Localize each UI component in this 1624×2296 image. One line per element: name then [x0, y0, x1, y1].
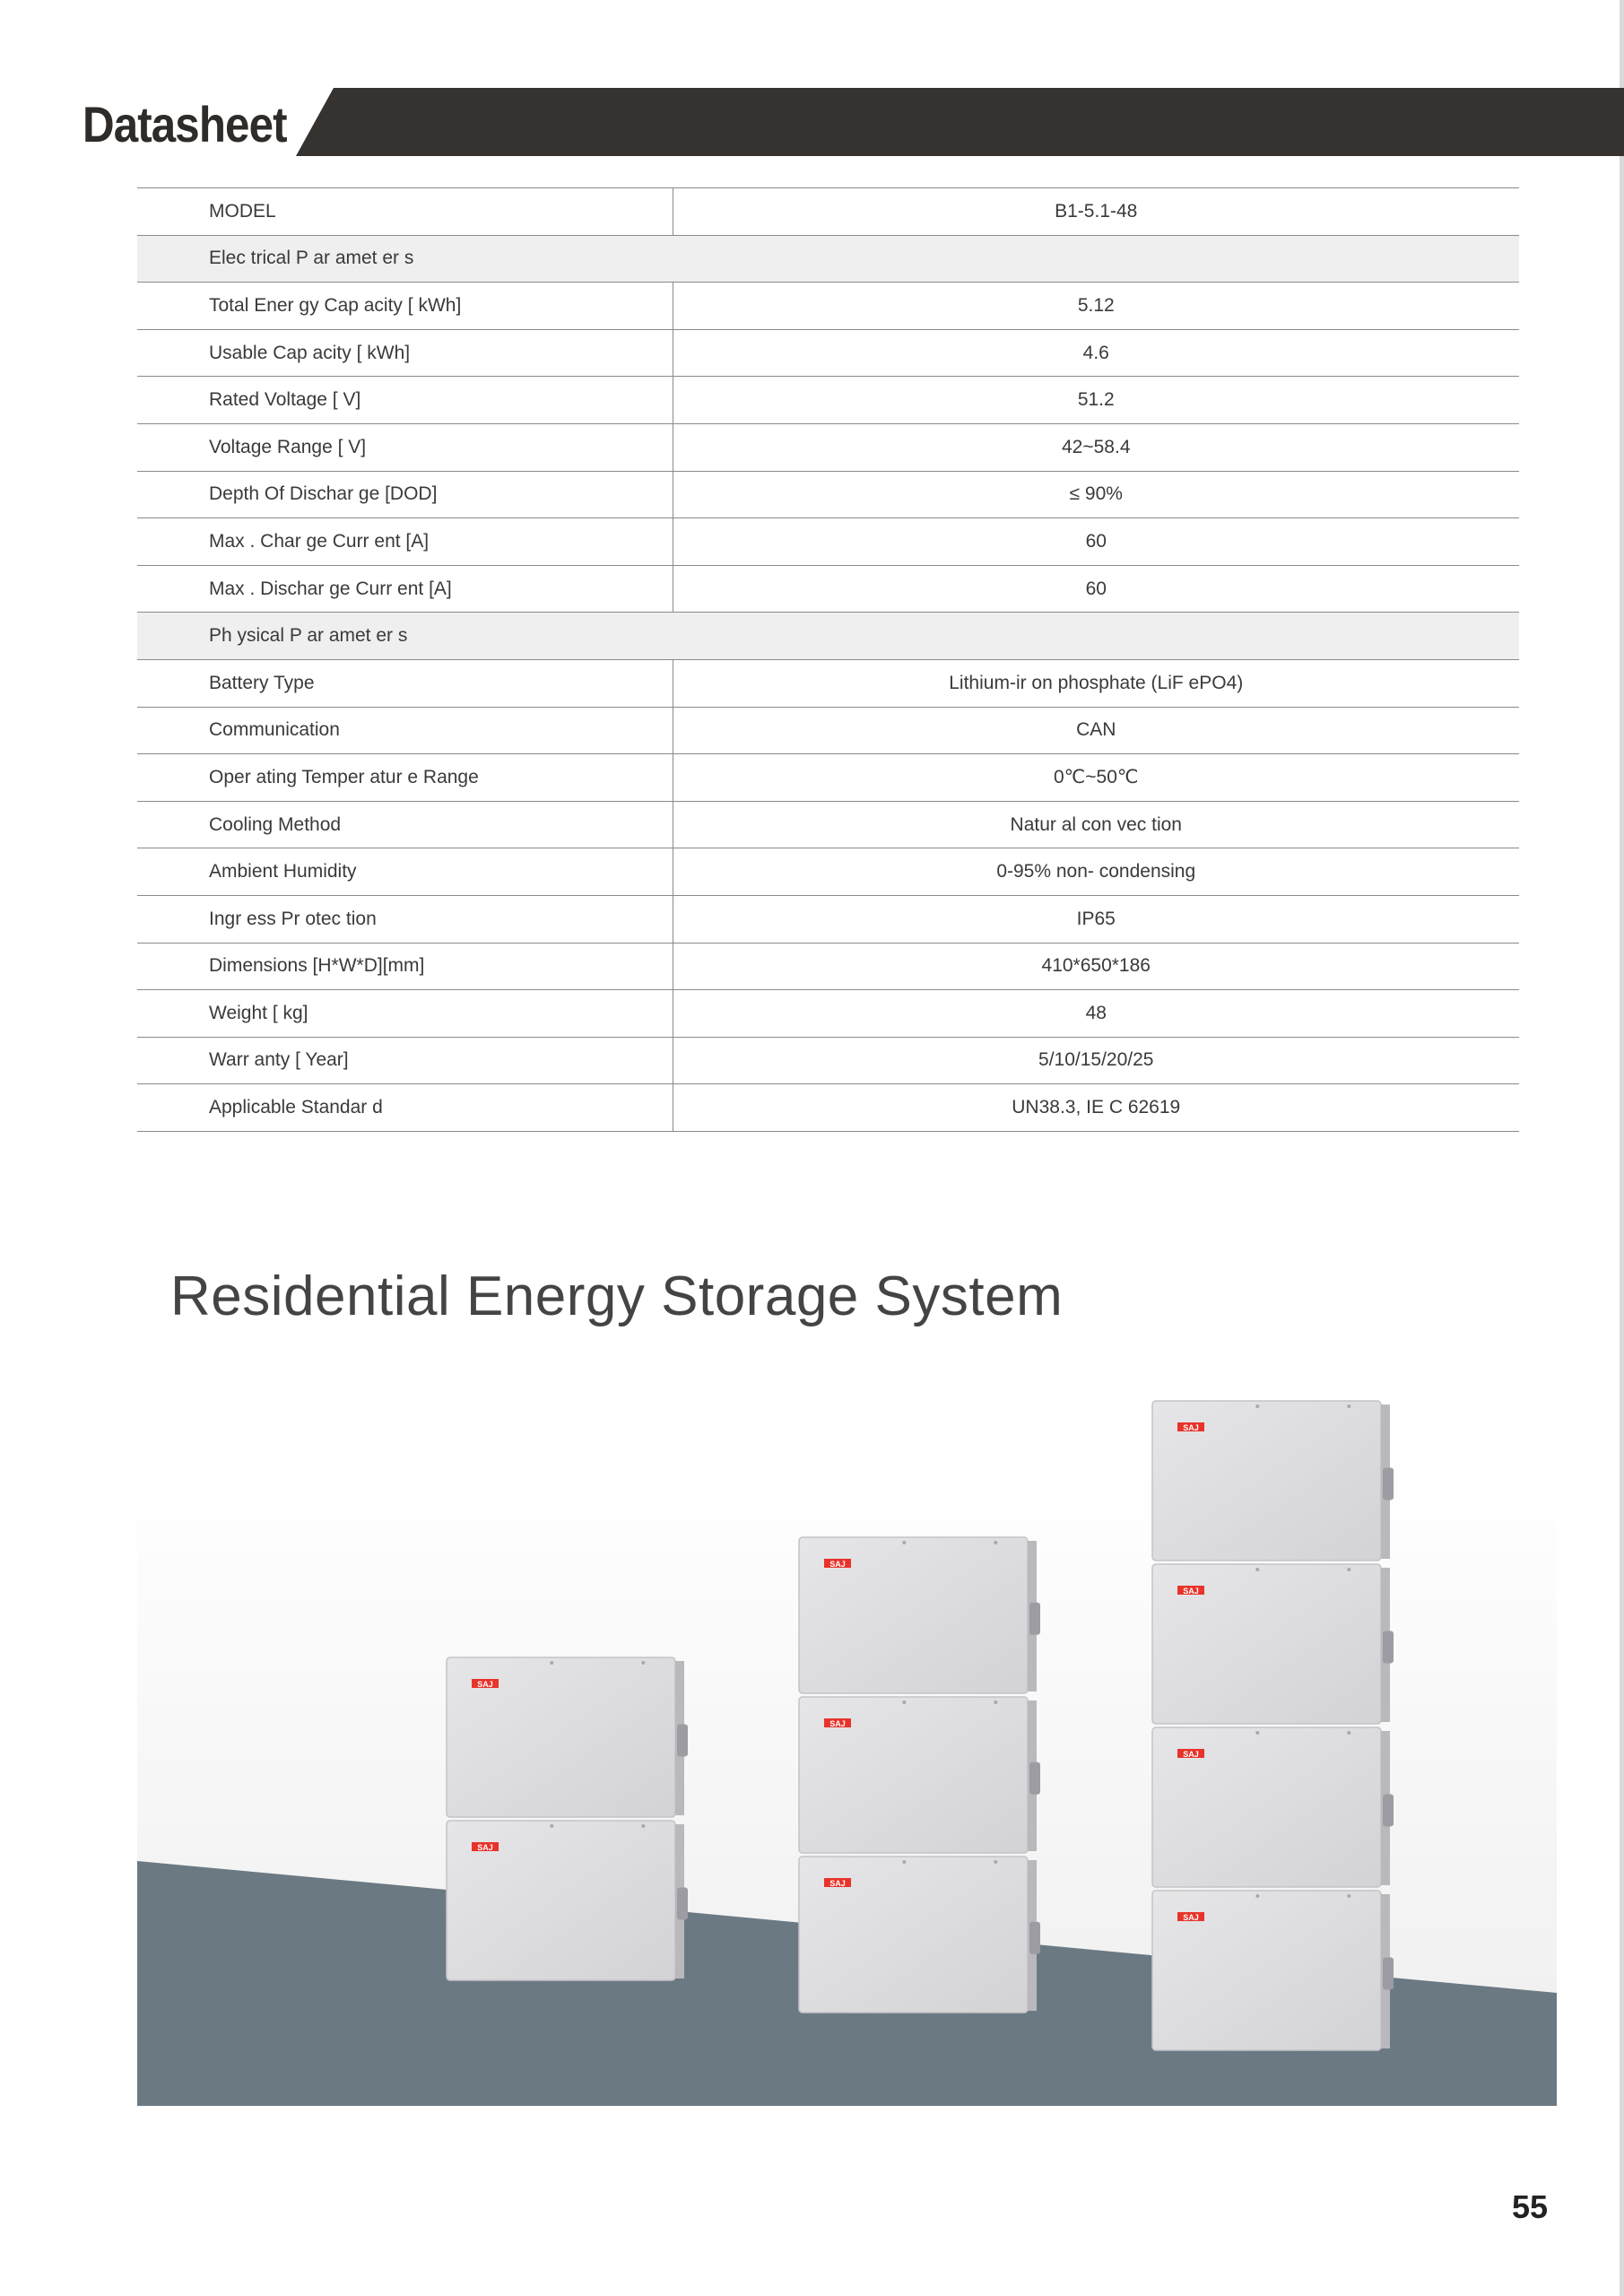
table-row: Max . Char ge Curr ent [A]60 — [137, 517, 1519, 566]
svg-text:SAJ: SAJ — [477, 1843, 493, 1852]
brand-logo — [472, 1842, 499, 1851]
parameter-value: 4.6 — [672, 329, 1519, 378]
svg-text:SAJ: SAJ — [1183, 1913, 1199, 1922]
header-band — [296, 88, 1624, 156]
parameter-value: Natur al con vec tion — [672, 801, 1519, 849]
svg-text:SAJ: SAJ — [829, 1560, 846, 1569]
table-row: Max . Dischar ge Curr ent [A]60 — [137, 565, 1519, 613]
parameter-label: Dimensions [H*W*D][mm] — [137, 943, 673, 991]
parameter-value: 410*650*186 — [672, 943, 1519, 991]
parameter-value: 48 — [672, 989, 1519, 1038]
table-row: Total Ener gy Cap acity [ kWh]5.12 — [137, 282, 1519, 330]
svg-text:SAJ: SAJ — [829, 1879, 846, 1888]
parameter-value: Lithium-ir on phosphate (LiF ePO4) — [672, 659, 1519, 708]
brand-logo — [472, 1679, 499, 1688]
parameter-value: 42~58.4 — [672, 423, 1519, 472]
svg-text:SAJ: SAJ — [1183, 1750, 1199, 1759]
battery-stack: SAJ SAJ — [446, 1657, 688, 1981]
parameter-label: Weight [ kg] — [137, 989, 673, 1038]
battery-module: SAJ — [798, 1696, 1040, 1854]
parameter-value: B1-5.1-48 — [672, 187, 1519, 236]
parameter-label: Oper ating Temper atur e Range — [137, 753, 673, 802]
parameter-label: Ambient Humidity — [137, 848, 673, 896]
battery-module: SAJ — [446, 1657, 688, 1818]
parameter-value: 51.2 — [672, 376, 1519, 424]
brand-logo — [1177, 1586, 1204, 1595]
parameter-value: IP65 — [672, 895, 1519, 944]
parameter-label: Warr anty [ Year] — [137, 1037, 673, 1085]
parameter-value: UN38.3, IE C 62619 — [672, 1083, 1519, 1132]
parameter-value: 0-95% non- condensing — [672, 848, 1519, 896]
parameter-label: Depth Of Dischar ge [DOD] — [137, 471, 673, 519]
battery-stack: SAJ SAJ SAJ — [798, 1536, 1040, 2013]
parameter-label: MODEL — [137, 187, 673, 236]
table-row: Depth Of Dischar ge [DOD]≤ 90% — [137, 471, 1519, 519]
table-row: Usable Cap acity [ kWh]4.6 — [137, 329, 1519, 378]
page-title: Datasheet — [83, 96, 288, 152]
parameter-value: 5.12 — [672, 282, 1519, 330]
brand-logo — [824, 1878, 851, 1887]
battery-module: SAJ — [1151, 1890, 1394, 2051]
table-section-row: Ph ysical P ar amet er s — [137, 612, 1519, 660]
battery-module: SAJ — [1151, 1726, 1394, 1888]
parameter-value: 0℃~50℃ — [672, 753, 1519, 802]
battery-module: SAJ — [798, 1856, 1040, 2013]
table-row: Warr anty [ Year]5/10/15/20/25 — [137, 1037, 1519, 1085]
parameter-value: 60 — [672, 565, 1519, 613]
brand-logo — [1177, 1749, 1204, 1758]
battery-illustration: SAJ SAJ SAJ SAJ SAJ SAJ SAJ SAJ SAJ — [137, 1400, 1557, 2106]
parameter-label: Voltage Range [ V] — [137, 423, 673, 472]
parameter-value: 60 — [672, 517, 1519, 566]
battery-module: SAJ — [798, 1536, 1040, 1694]
parameter-value: CAN — [672, 707, 1519, 755]
svg-text:SAJ: SAJ — [1183, 1423, 1199, 1432]
section-label: Elec trical P ar amet er s — [137, 235, 1519, 283]
parameter-label: Max . Dischar ge Curr ent [A] — [137, 565, 673, 613]
parameter-label: Total Ener gy Cap acity [ kWh] — [137, 282, 673, 330]
parameter-label: Cooling Method — [137, 801, 673, 849]
brand-logo — [824, 1559, 851, 1568]
parameter-label: Max . Char ge Curr ent [A] — [137, 517, 673, 566]
page-number: 55 — [1511, 2188, 1548, 2225]
battery-module: SAJ — [1151, 1563, 1394, 1725]
parameter-label: Communication — [137, 707, 673, 755]
table-row: Dimensions [H*W*D][mm]410*650*186 — [137, 943, 1519, 991]
table-section-row: Elec trical P ar amet er s — [137, 235, 1519, 283]
parameter-label: Rated Voltage [ V] — [137, 376, 673, 424]
svg-text:SAJ: SAJ — [1183, 1587, 1199, 1596]
table-row: Voltage Range [ V]42~58.4 — [137, 423, 1519, 472]
brand-logo — [1177, 1422, 1204, 1431]
svg-text:SAJ: SAJ — [829, 1719, 846, 1728]
parameter-value: 5/10/15/20/25 — [672, 1037, 1519, 1085]
battery-module: SAJ — [446, 1820, 688, 1981]
brand-logo — [824, 1718, 851, 1727]
battery-stack: SAJ SAJ SAJ SAJ — [1151, 1400, 1394, 2051]
table-row: Rated Voltage [ V]51.2 — [137, 376, 1519, 424]
svg-text:SAJ: SAJ — [477, 1680, 493, 1689]
section-heading: Residential Energy Storage System — [170, 1265, 1064, 1327]
parameter-label: Ingr ess Pr otec tion — [137, 895, 673, 944]
parameter-label: Usable Cap acity [ kWh] — [137, 329, 673, 378]
section-label: Ph ysical P ar amet er s — [137, 612, 1519, 660]
parameter-label: Applicable Standar d — [137, 1083, 673, 1132]
parameter-value: ≤ 90% — [672, 471, 1519, 519]
parameter-label: Battery Type — [137, 659, 673, 708]
battery-module: SAJ — [1151, 1400, 1394, 1561]
brand-logo — [1177, 1912, 1204, 1921]
table-row: Weight [ kg]48 — [137, 989, 1519, 1038]
page-edge — [1620, 0, 1624, 2296]
